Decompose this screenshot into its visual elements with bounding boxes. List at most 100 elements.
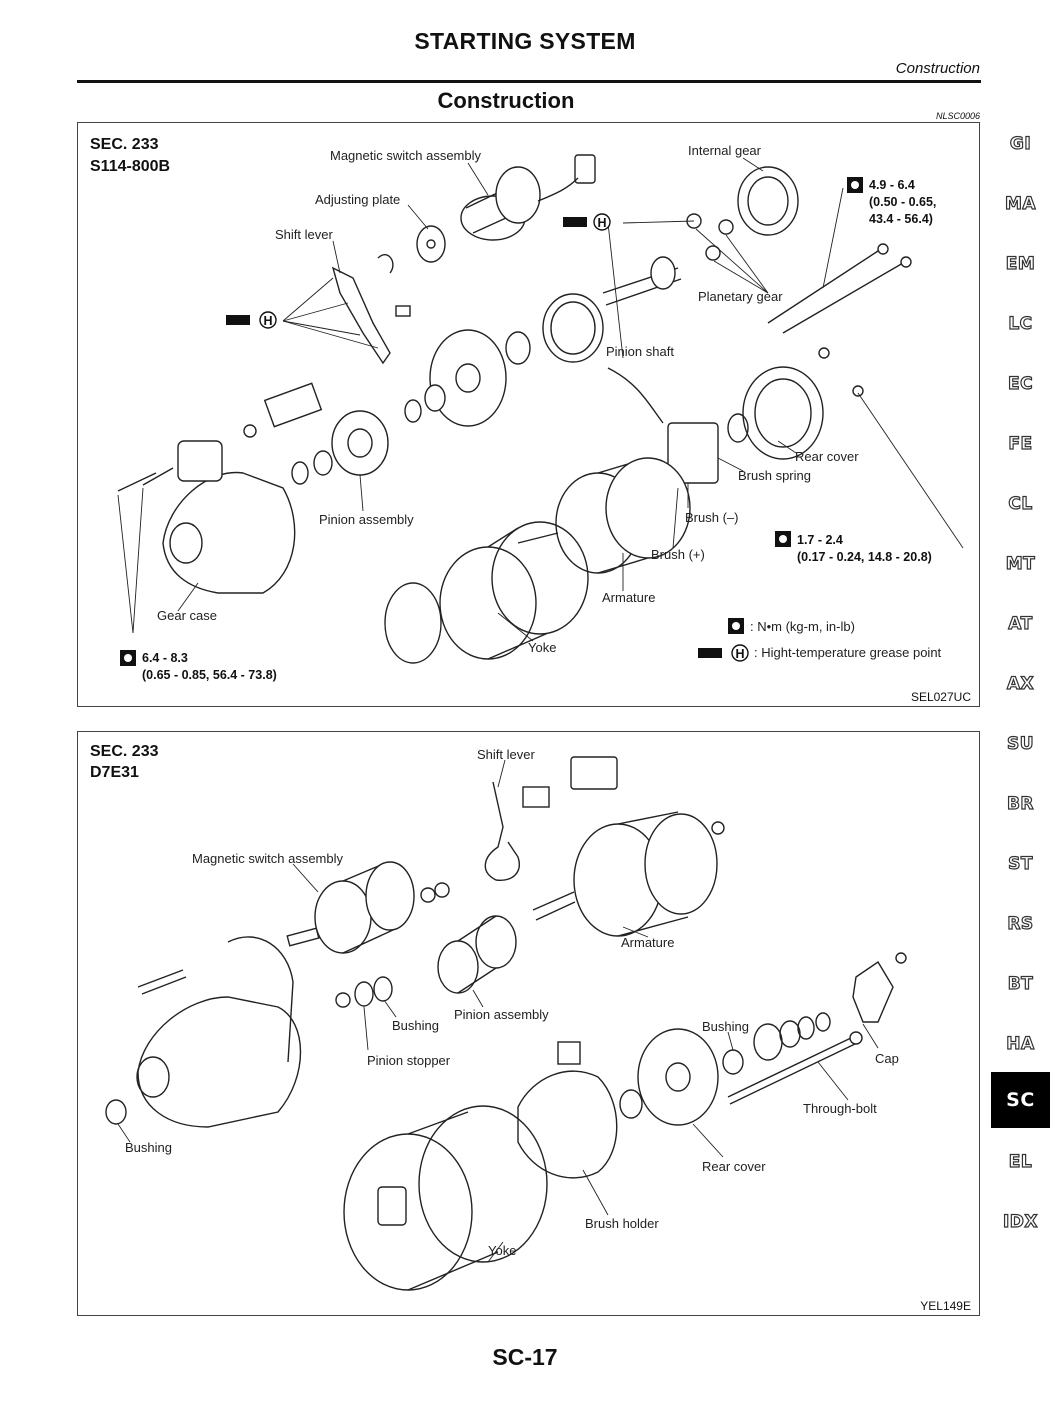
- figure-id: SEL027UC: [911, 690, 971, 704]
- header-divider: [77, 80, 981, 83]
- tab-cl[interactable]: CL: [1008, 493, 1033, 514]
- shift-lever-drawing: [484, 756, 618, 881]
- yoke-drawing: [343, 1105, 548, 1291]
- through-bolt-drawing: [727, 952, 907, 1105]
- torque-wrench-icon: [728, 618, 744, 634]
- torque-spec-1-line1: 4.9 - 6.4: [869, 178, 915, 192]
- grease-letter: H: [263, 314, 272, 328]
- tab-el[interactable]: EL: [1008, 1151, 1033, 1172]
- magnetic-switch-drawing: [286, 861, 450, 954]
- exploded-diagram-s114: H H H SEC. 233 S114-800B Magnetic switch…: [90, 136, 971, 704]
- exploded-diagram-d7e31: SEC. 233 D7E31 Shift lever Magnetic swit…: [90, 743, 971, 1313]
- tab-rs[interactable]: RS: [1007, 913, 1034, 934]
- internal-gear-drawing: [737, 166, 799, 236]
- tab-su[interactable]: SU: [1006, 733, 1035, 754]
- label-yoke: Yoke: [528, 640, 556, 655]
- label-shift-lever: Shift lever: [275, 227, 333, 242]
- tab-fe[interactable]: FE: [1008, 433, 1033, 454]
- tab-at[interactable]: AT: [1008, 613, 1033, 634]
- figure-id: YEL149E: [920, 1299, 971, 1313]
- armature-drawing: [532, 811, 725, 937]
- torque-spec-3-line2: (0.65 - 0.85, 56.4 - 73.8): [142, 668, 277, 682]
- shift-lever-drawing: [331, 254, 411, 365]
- pinion-shaft-drawing: [542, 256, 682, 363]
- tab-ec[interactable]: EC: [1007, 373, 1034, 394]
- tab-sc-active[interactable]: SC: [991, 1072, 1050, 1128]
- label-planetary-gear: Planetary gear: [698, 289, 783, 304]
- pinion-assembly-drawing: [243, 382, 389, 485]
- torque-spec-3-line1: 6.4 - 8.3: [142, 651, 188, 665]
- label-adjusting-plate: Adjusting plate: [315, 192, 400, 207]
- torque-spec-1-line3: 43.4 - 56.4): [869, 212, 933, 226]
- tab-ma[interactable]: MA: [1004, 193, 1037, 214]
- tab-ax[interactable]: AX: [1006, 673, 1035, 694]
- adjusting-plate-drawing: [416, 225, 446, 263]
- leader-lines: [117, 157, 964, 642]
- rear-cover-drawing: [727, 347, 864, 460]
- torque-wrench-icon: [775, 531, 791, 547]
- section-ref-code: NLSC0006: [935, 111, 980, 121]
- rear-cover-drawing: [619, 1012, 831, 1126]
- label-armature: Armature: [621, 935, 674, 950]
- label-brush-holder: Brush holder: [585, 1216, 659, 1231]
- label-shift-lever: Shift lever: [477, 747, 535, 762]
- magnetic-switch-drawing: [460, 154, 596, 241]
- tab-mt[interactable]: MT: [1005, 553, 1036, 574]
- page-number: SC-17: [492, 1344, 558, 1370]
- figure-s114-800b: H H H SEC. 233 S114-800B Magnetic switch…: [77, 122, 980, 707]
- label-bushing-case: Bushing: [125, 1140, 172, 1155]
- tab-bt[interactable]: BT: [1007, 973, 1034, 994]
- tab-br[interactable]: BR: [1006, 793, 1035, 814]
- grease-symbol-shift-lever: H: [226, 311, 277, 329]
- grease-letter: H: [735, 647, 744, 661]
- torque-wrench-icon: [847, 177, 863, 193]
- yoke-drawing: [384, 521, 589, 664]
- legend-torque-units: : N•m (kg-m, in-lb): [750, 619, 855, 634]
- leader-lines: [117, 759, 879, 1263]
- tab-ha[interactable]: HA: [1006, 1033, 1035, 1054]
- label-internal-gear: Internal gear: [688, 143, 762, 158]
- page-header-subtitle: Construction: [895, 60, 980, 77]
- grease-symbol-pinion-shaft: H: [563, 213, 611, 231]
- label-rear-cover: Rear cover: [795, 449, 859, 464]
- label-pinion-stopper: Pinion stopper: [367, 1053, 451, 1068]
- label-pinion-assembly: Pinion assembly: [319, 512, 414, 527]
- tab-st[interactable]: ST: [1007, 853, 1033, 874]
- label-magnetic-switch: Magnetic switch assembly: [192, 851, 343, 866]
- label-magnetic-switch: Magnetic switch assembly: [330, 148, 481, 163]
- sec-number: SEC. 233: [90, 743, 159, 760]
- label-pinion-assembly: Pinion assembly: [454, 1007, 549, 1022]
- gear-housing-drawing: [404, 329, 531, 427]
- label-rear-cover: Rear cover: [702, 1159, 766, 1174]
- gear-case-drawing: [105, 936, 302, 1128]
- tab-idx[interactable]: IDX: [1002, 1211, 1039, 1232]
- figure-d7e31: SEC. 233 D7E31 Shift lever Magnetic swit…: [77, 731, 980, 1316]
- pinion-assembly-drawing: [437, 915, 517, 994]
- section-title: Construction: [437, 88, 575, 113]
- torque-spec-2-line1: 1.7 - 2.4: [797, 533, 843, 547]
- torque-spec-1-line2: (0.50 - 0.65,: [869, 195, 936, 209]
- label-cap: Cap: [875, 1051, 899, 1066]
- tab-lc[interactable]: LC: [1008, 313, 1033, 334]
- page-header-title: STARTING SYSTEM: [414, 28, 636, 54]
- label-gear-case: Gear case: [157, 608, 217, 623]
- torque-wrench-icon: [120, 650, 136, 666]
- through-bolts-drawing: [767, 243, 912, 334]
- grease-symbol-legend: H: [698, 644, 749, 662]
- torque-spec-2-line2: (0.17 - 0.24, 14.8 - 20.8): [797, 550, 932, 564]
- label-armature: Armature: [602, 590, 655, 605]
- brush-holder-drawing: [517, 1041, 618, 1179]
- tab-em[interactable]: EM: [1005, 253, 1036, 274]
- model-code: S114-800B: [90, 158, 170, 175]
- label-through-bolt: Through-bolt: [803, 1101, 877, 1116]
- tab-gi[interactable]: GI: [1009, 133, 1032, 154]
- sec-number: SEC. 233: [90, 136, 159, 153]
- model-code: D7E31: [90, 764, 139, 781]
- label-pinion-shaft: Pinion shaft: [606, 344, 674, 359]
- label-brush-plus: Brush (+): [651, 547, 705, 562]
- label-yoke: Yoke: [488, 1243, 516, 1258]
- grease-letter: H: [597, 216, 606, 230]
- label-bushing-pinion: Bushing: [392, 1018, 439, 1033]
- label-brush-spring: Brush spring: [738, 468, 811, 483]
- label-bushing-rear: Bushing: [702, 1019, 749, 1034]
